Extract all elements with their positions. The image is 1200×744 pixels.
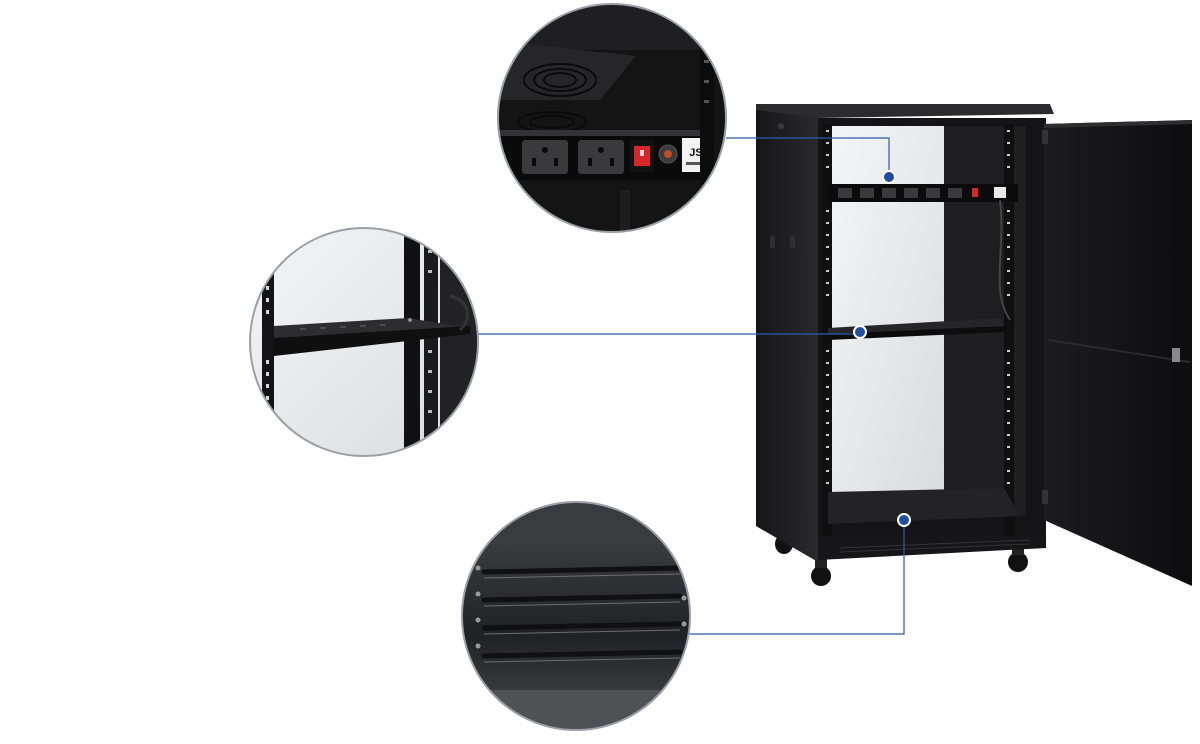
base-vent-slots xyxy=(839,539,1031,553)
power-cable xyxy=(998,199,1011,321)
vent-slot-icon xyxy=(481,565,683,659)
callout-line-base xyxy=(688,520,905,635)
magnifier-pdu-detail: JS xyxy=(497,3,727,233)
power-switch-icon xyxy=(630,140,654,172)
callout-dots xyxy=(853,170,911,527)
fixed-shelf xyxy=(828,318,1006,340)
magnifier-base-detail xyxy=(461,501,691,731)
top-panel xyxy=(756,104,1054,118)
breaker-icon xyxy=(658,144,678,164)
power-distribution-unit xyxy=(828,184,1018,202)
shelf-tray xyxy=(274,318,470,340)
callout-dot-pdu xyxy=(882,170,896,184)
server-cabinet xyxy=(756,104,1192,586)
door-lock-icon xyxy=(1172,348,1180,362)
svg-text:JS: JS xyxy=(689,147,702,159)
callout-line-pdu xyxy=(726,137,890,176)
side-panel xyxy=(756,108,818,562)
callout-connectors xyxy=(478,137,905,635)
magnifier-shelf-detail xyxy=(249,227,479,457)
power-socket-icon xyxy=(578,140,624,174)
power-socket-icon xyxy=(522,140,568,174)
mounting-rails xyxy=(823,124,1014,536)
side-panel-latch xyxy=(770,236,775,248)
bottom-plate xyxy=(828,488,1020,524)
callout-dot-base xyxy=(897,513,911,527)
front-door-open xyxy=(1042,120,1192,586)
callout-dot-shelf xyxy=(853,325,867,339)
